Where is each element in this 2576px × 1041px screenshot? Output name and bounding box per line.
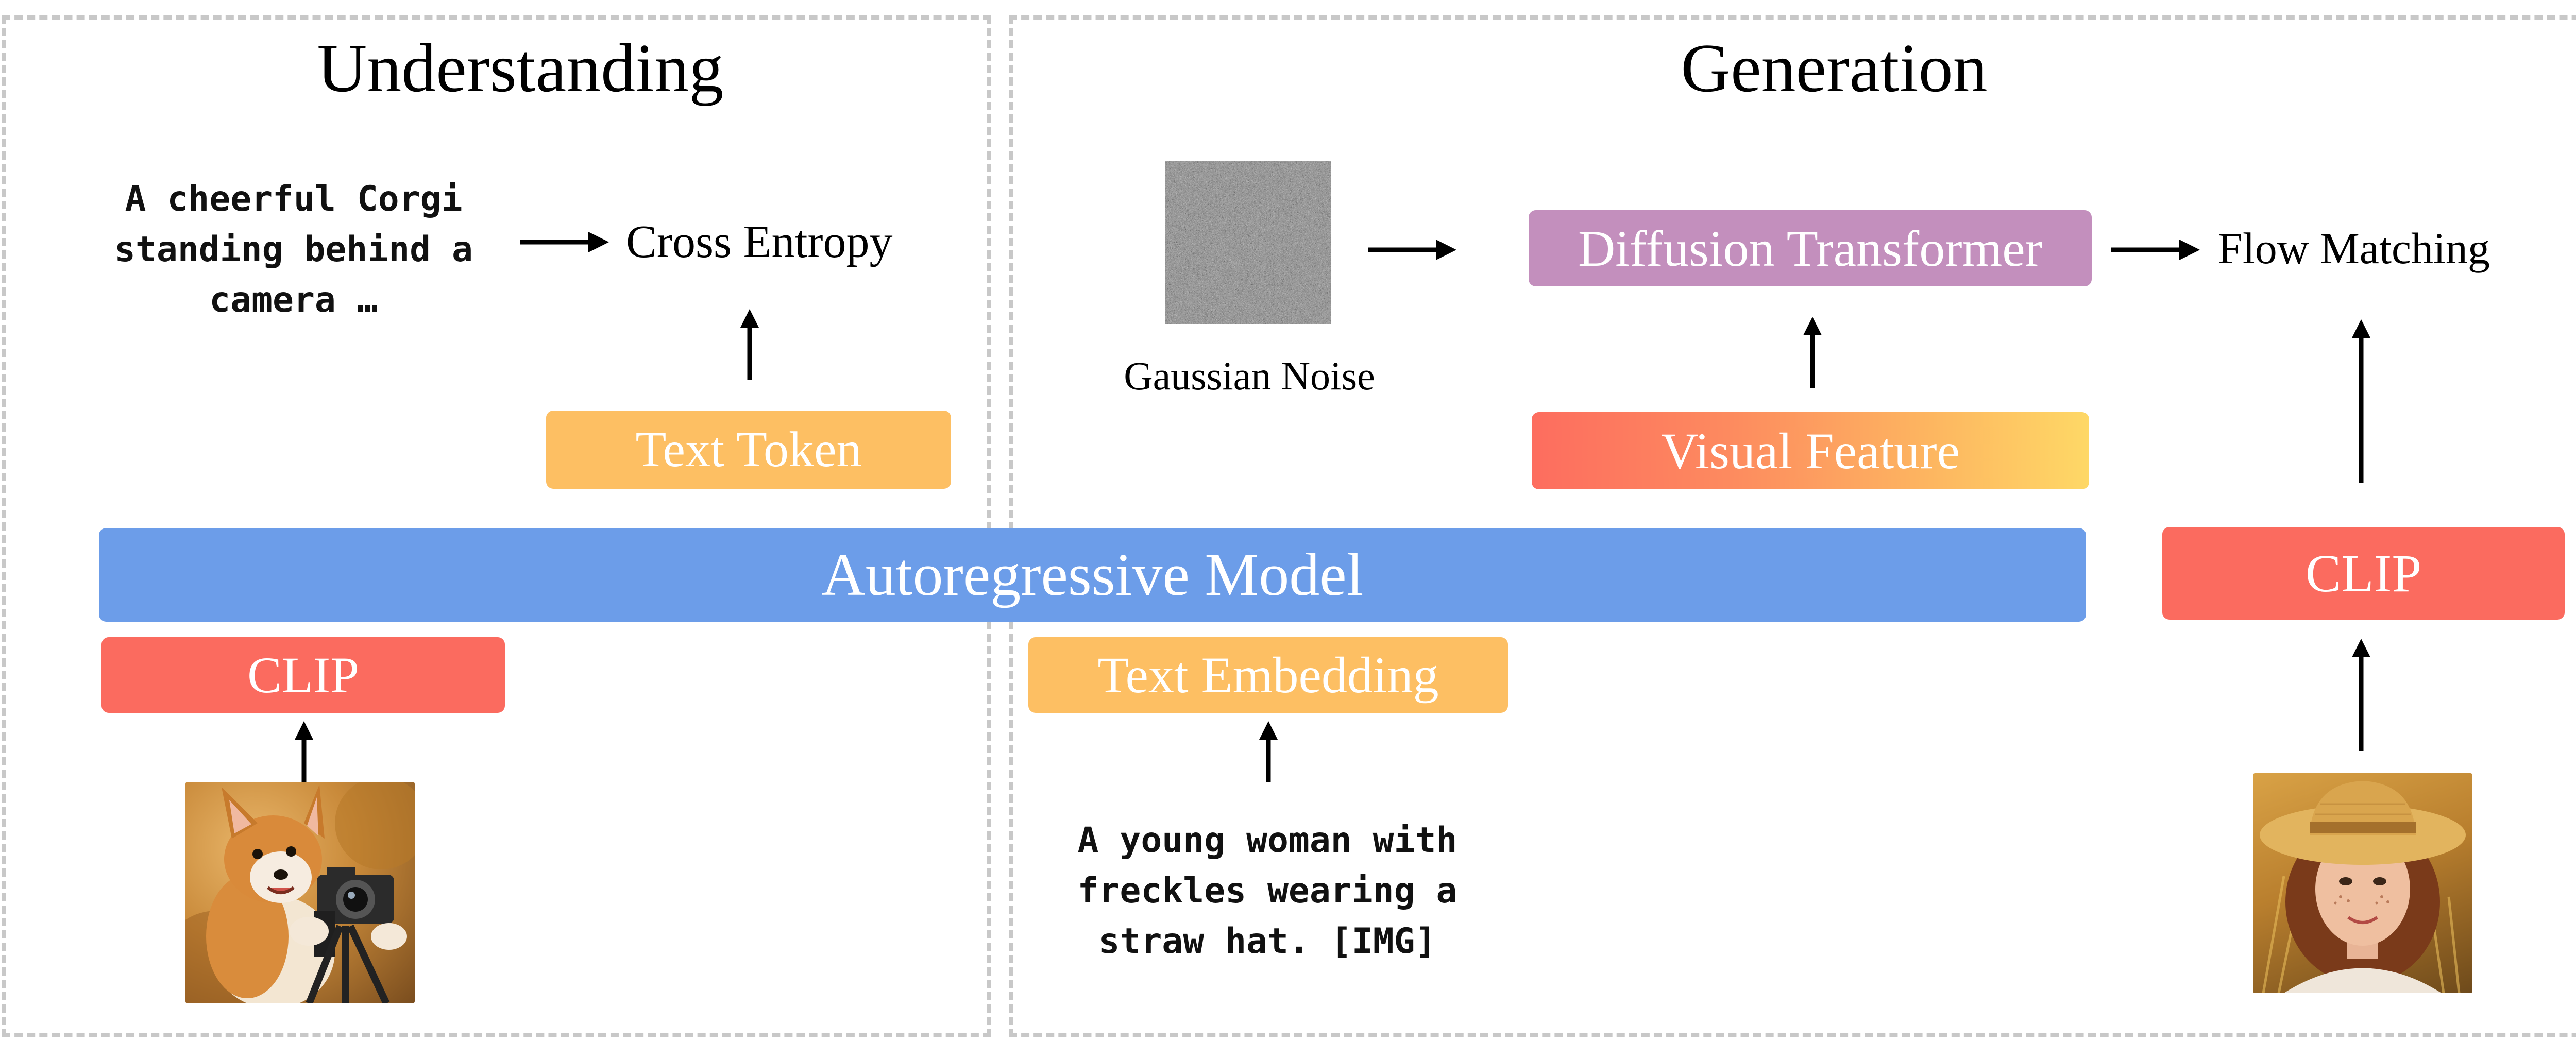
understanding-clip-box: CLIP: [101, 637, 505, 713]
arrow-text-token-to-loss: [740, 309, 759, 380]
arrow-noise-to-diffusion: [1368, 240, 1456, 260]
generation-prompt: A young woman with freckles wearing a st…: [1077, 820, 1458, 962]
arrow-caption-to-loss: [520, 232, 609, 252]
gaussian-noise-label: Gaussian Noise: [1124, 353, 1375, 398]
generation-panel: [1009, 15, 2576, 1037]
arrow-diffusion-to-flow: [2111, 240, 2200, 260]
arrow-clip-to-flow: [2352, 319, 2370, 483]
arrow-visual-feature-to-diffusion: [1803, 317, 1822, 388]
arrow-woman-to-clip: [2352, 639, 2370, 751]
visual-feature-box: Visual Feature: [1532, 412, 2089, 489]
gaussian-noise-image: [1165, 161, 1331, 324]
arrow-corgi-to-clip: [295, 721, 313, 782]
understanding-panel: [2, 15, 991, 1037]
understanding-title: Understanding: [317, 30, 724, 106]
text-token-box: Text Token: [546, 411, 951, 489]
autoregressive-model-box: Autoregressive Model: [99, 528, 2086, 622]
corgi-photo: [185, 782, 415, 1003]
understanding-caption: A cheerful Corgi standing behind a camer…: [114, 179, 473, 320]
diffusion-transformer-box: Diffusion Transformer: [1529, 210, 2092, 286]
text-embedding-box: Text Embedding: [1028, 637, 1508, 713]
generation-title: Generation: [1681, 30, 1988, 106]
generation-clip-box: CLIP: [2162, 527, 2565, 620]
cross-entropy-label: Cross Entropy: [626, 216, 893, 267]
flow-matching-label: Flow Matching: [2218, 224, 2490, 273]
woman-straw-hat-photo: [2253, 773, 2472, 993]
arrow-prompt-to-embedding: [1259, 721, 1278, 782]
